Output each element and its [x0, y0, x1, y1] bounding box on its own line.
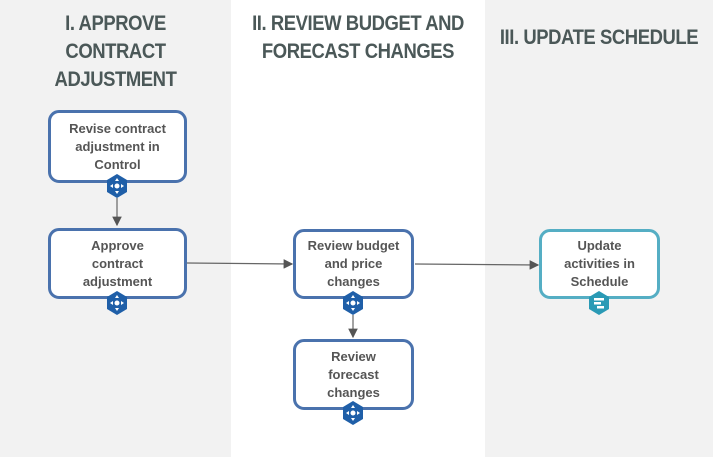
lane-title-2: II. REVIEW BUDGET AND FORECAST CHANGES — [246, 10, 470, 66]
step-review-forecast[interactable]: Review forecast changes — [293, 339, 414, 410]
lane-title-3: III. UPDATE SCHEDULE — [499, 24, 700, 52]
step-label: Review forecast changes — [327, 348, 380, 400]
step-review-budget[interactable]: Review budget and price changes — [293, 229, 414, 299]
schedule-hex-icon — [589, 291, 609, 315]
control-hex-icon — [107, 174, 127, 198]
lane-update-schedule — [485, 0, 713, 457]
step-label: Update activities in Schedule — [564, 238, 635, 289]
lane-title-line: ADJUSTMENT — [54, 68, 177, 91]
step-label: Review budget and price changes — [307, 238, 400, 289]
control-hex-icon — [343, 291, 363, 315]
step-revise-contract[interactable]: Revise contract adjustment in Control — [48, 110, 187, 183]
control-hex-icon — [107, 291, 127, 315]
lane-title-1: I. APPROVE CONTRACT ADJUSTMENT — [14, 10, 217, 94]
lane-title-line: II. REVIEW BUDGET AND — [252, 12, 464, 35]
arrow-step2-step3 — [186, 259, 294, 269]
lane-title-line: FORECAST CHANGES — [261, 40, 455, 63]
lane-title-line: III. UPDATE SCHEDULE — [499, 26, 699, 49]
step-label: Approve contract adjustment — [82, 237, 153, 289]
step-update-schedule[interactable]: Update activities in Schedule — [539, 229, 660, 299]
step-label: Revise contract adjustment in Control — [69, 120, 166, 172]
step-approve-contract[interactable]: Approve contract adjustment — [48, 228, 187, 299]
control-hex-icon — [343, 401, 363, 425]
arrow-step3-step5 — [414, 260, 540, 270]
lane-title-line: I. APPROVE CONTRACT — [65, 12, 166, 63]
